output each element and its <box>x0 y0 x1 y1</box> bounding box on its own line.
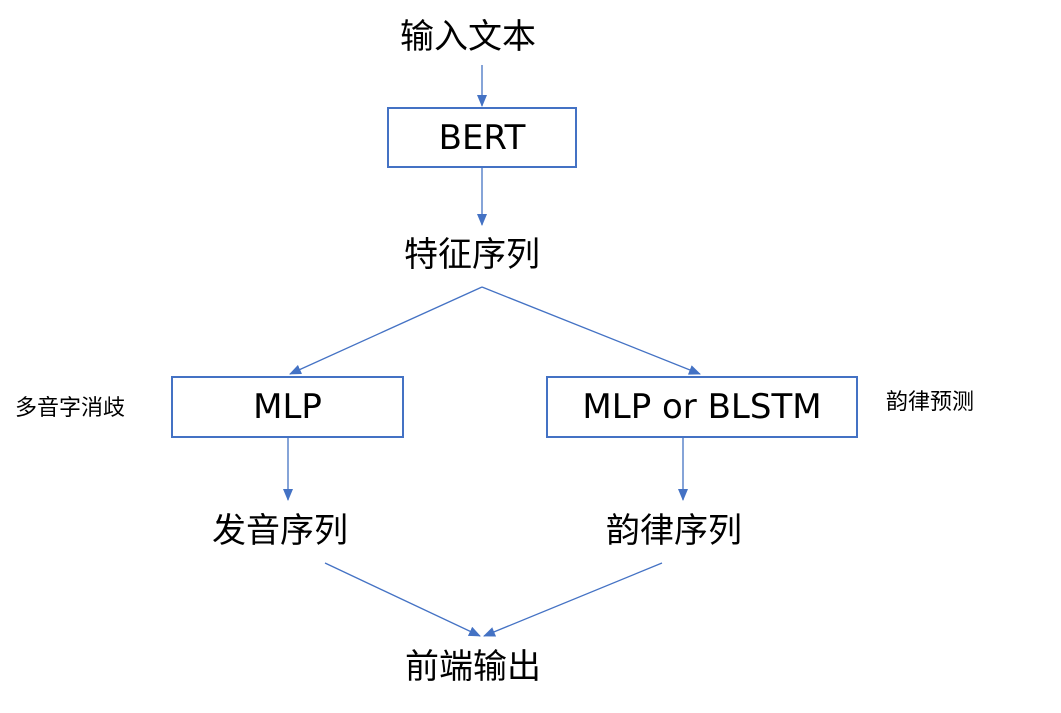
node-mlp-blstm-label: MLP or BLSTM <box>582 387 822 427</box>
node-bert-label: BERT <box>438 117 526 158</box>
node-pronunciation-sequence: 发音序列 <box>212 511 348 551</box>
node-bert-box: BERT <box>387 107 577 168</box>
edge-pronunciation-to-output <box>324 562 481 637</box>
node-mlp-label: MLP <box>253 387 322 427</box>
annotation-polyphone-disambiguation: 多音字消歧 <box>15 396 126 421</box>
edge-prosody-to-output <box>483 562 663 637</box>
node-input-text: 输入文本 <box>400 17 536 57</box>
node-mlp-box: MLP <box>171 376 404 438</box>
node-prosody-sequence: 韵律序列 <box>606 511 742 551</box>
edge-features-to-mlp-blstm <box>481 286 701 375</box>
node-feature-sequence: 特征序列 <box>404 235 540 275</box>
node-frontend-output: 前端输出 <box>405 647 541 687</box>
node-mlp-blstm-box: MLP or BLSTM <box>546 376 858 438</box>
edge-features-to-mlp <box>289 286 483 375</box>
annotation-prosody-prediction: 韵律预测 <box>886 390 975 415</box>
